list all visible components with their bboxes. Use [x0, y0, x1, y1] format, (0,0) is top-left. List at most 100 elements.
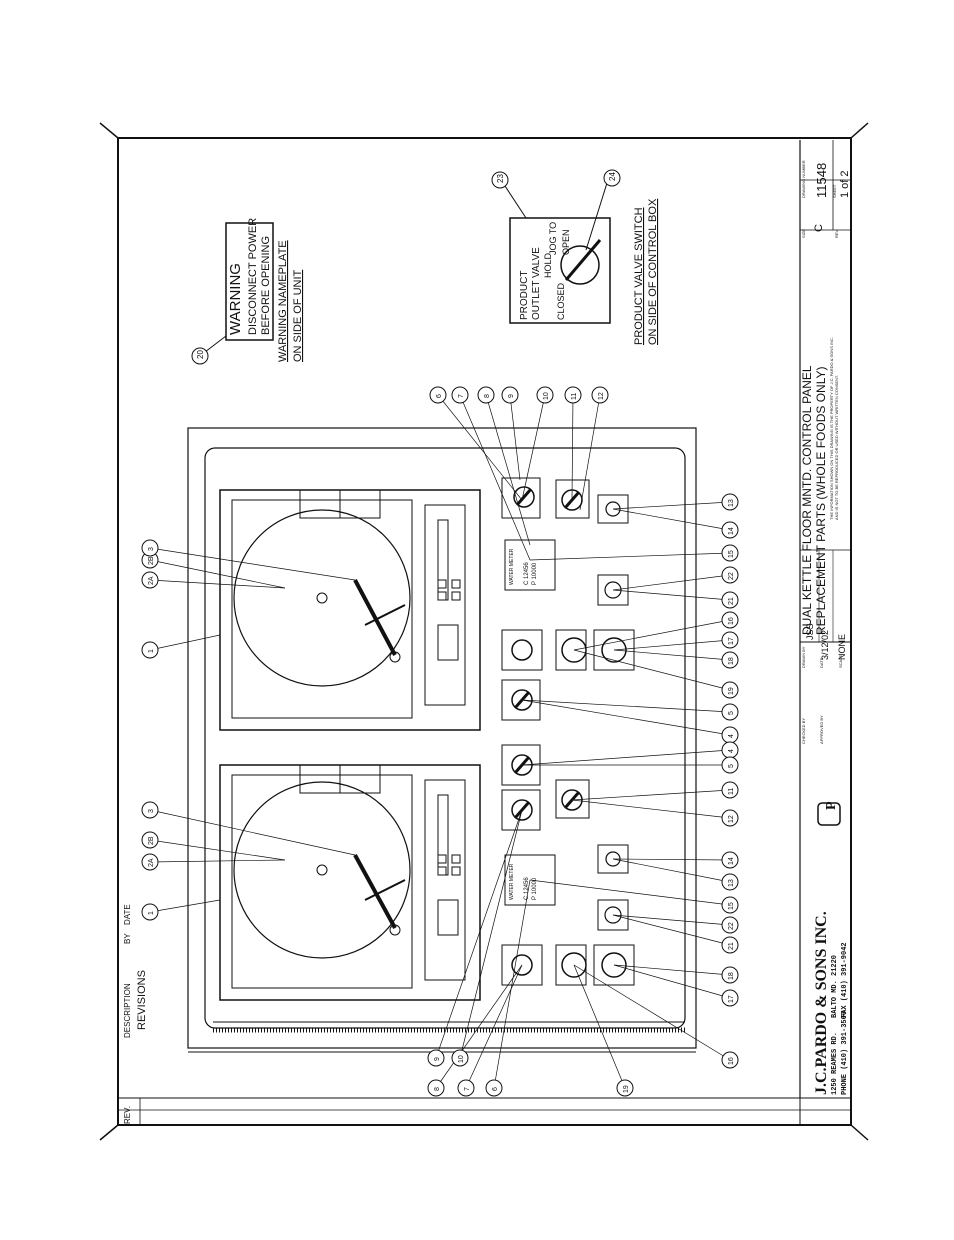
callout-leader-right_row-19	[612, 914, 731, 946]
callout-label-right_row-8: 19	[728, 687, 735, 695]
valve-label1: PRODUCT	[519, 271, 530, 320]
callout-label-chart_lower-3: 3	[148, 809, 155, 813]
callout-bubble-right_row-7	[721, 651, 739, 669]
callout-label-right_row-20: 18	[728, 972, 735, 980]
description-col-header: DESCRIPTION	[123, 983, 132, 1038]
callout-bubble-chart_upper-1	[141, 571, 159, 589]
callout-leader-top_row-1	[459, 394, 531, 561]
callout-bubble-right_row-13	[721, 781, 739, 799]
warning-title: WARNING	[227, 263, 244, 335]
drawing-number-value: 11548	[814, 163, 829, 198]
callout-bubble-right_row-8	[721, 681, 739, 699]
date-col-header: DATE	[123, 904, 132, 925]
callout-bubble-left_row-3	[616, 1079, 634, 1097]
water-meter-label-upper: WATER METER	[509, 548, 515, 585]
callout-label-right_row-9: 5	[728, 711, 735, 715]
callout-label-chart_upper-3: 3	[148, 547, 155, 551]
meter-line2-upper: P 10000	[532, 562, 538, 585]
callout-label-right_row-1: 14	[728, 527, 735, 535]
drawing-number-label: DRAWING NUMBER	[801, 160, 806, 198]
scale-label: SCALE	[838, 655, 843, 668]
devices-upper	[501, 477, 635, 721]
callout-leader-right_row-13	[571, 789, 731, 801]
upper-pen-arm	[353, 579, 397, 656]
callout-leader-right_row-6	[613, 639, 731, 651]
callout-leader-chart_upper-0	[149, 634, 221, 651]
callout-label-right_row-17: 15	[728, 902, 735, 910]
by-col-header: BY	[123, 933, 132, 944]
callout-20-bubble	[191, 347, 209, 365]
callout-label-right_row-10: 4	[728, 734, 735, 738]
valve-jog1: JOG TO	[548, 222, 558, 255]
callout-label-right_row-18: 22	[728, 922, 735, 930]
water-meter-lower	[504, 854, 556, 906]
callout-leader-right_row-2	[529, 552, 731, 561]
callout-leader-left_row-2	[493, 879, 531, 1089]
callout-bubble-right_row-1	[721, 521, 739, 539]
date-label: DATE	[819, 657, 824, 668]
callout-leader-right_row-10	[521, 699, 731, 736]
company-city: BALTO MD. 21220	[831, 955, 839, 1018]
callout-bubble-right_row-20	[721, 966, 739, 984]
callout-23-label: 23	[496, 174, 505, 183]
warning-caption2: ON SIDE OF UNIT	[292, 269, 304, 362]
callout-bubble-top_row-2	[477, 386, 495, 404]
company-address: 1250 REAMES RD.	[831, 1032, 839, 1095]
callout-bubble-left_row-1	[457, 1079, 475, 1097]
callout-bubble-top_row-1	[451, 386, 469, 404]
proprietary-note-2: AND IS NOT TO BE REPRODUCED OR USED WITH…	[834, 375, 839, 520]
lower-pen-arm	[353, 854, 397, 929]
callout-leader-chart_upper-1	[149, 579, 286, 589]
callout-label-right_row-11: 4	[728, 749, 735, 753]
callout-leader-chart_lower-2	[149, 839, 286, 861]
callout-leader-top_row-6	[579, 394, 601, 511]
callout-leader-right_row-7	[613, 649, 731, 661]
callout-label-right_row-6: 17	[728, 637, 735, 645]
callout-leader-top_row-4	[521, 394, 546, 501]
callout-bubble-right_row-22	[721, 1051, 739, 1069]
callout-label-left_row-2: 6	[492, 1087, 499, 1091]
callout-bubble-right_row-14	[721, 809, 739, 827]
valve-caption2: ON SIDE OF CONTROL BOX	[647, 198, 659, 345]
valve-jog2: OPEN	[561, 229, 571, 255]
callout-label-chart_lower-1: 2A	[148, 858, 155, 867]
checked-by-label: CHECKED BY	[801, 718, 806, 744]
warning-line2: BEFORE OPENING	[260, 236, 272, 335]
callout-label-left_row-5: 9	[434, 1057, 441, 1061]
callout-bubble-right_row-9	[721, 703, 739, 721]
callout-leader-top_row-3	[509, 394, 521, 481]
meter-line2-lower: P 10000	[532, 877, 538, 900]
water-meter-label-lower: WATER METER	[509, 863, 515, 900]
callout-bubble-top_row-6	[591, 386, 609, 404]
water-meter-upper	[504, 539, 556, 591]
drawn-by-label: DRAWN BY	[801, 646, 806, 668]
callout-label-chart_upper-2: 2B	[148, 556, 155, 565]
callout-leader-left_row-0	[435, 964, 523, 1089]
callout-label-chart_lower-2: 2B	[148, 836, 155, 845]
callout-label-left_row-1: 7	[464, 1087, 471, 1091]
rev-col-header: REV.	[123, 1106, 132, 1124]
valve-knob-pointer	[564, 239, 602, 281]
company-fax: FAX (410) 391-9042	[841, 942, 849, 1018]
callout-label-top_row-3: 9	[508, 394, 515, 398]
size-label: SIZE	[801, 229, 806, 238]
callout-leader-right_row-18	[612, 914, 731, 926]
callout-bubble-right_row-16	[721, 873, 739, 891]
callout-bubble-left_row-5	[427, 1049, 445, 1067]
callout-leader-right_row-5	[573, 619, 731, 651]
callout-leader-top_row-0	[437, 394, 523, 501]
callout-20-leader	[204, 335, 227, 353]
callout-label-right_row-3: 22	[728, 572, 735, 580]
callout-24-label: 24	[608, 172, 617, 181]
callout-label-right_row-22: 16	[728, 1057, 735, 1065]
callout-leader-right_row-3	[612, 574, 731, 591]
callout-label-right_row-4: 21	[728, 597, 735, 605]
callout-label-right_row-19: 21	[728, 942, 735, 950]
warning-line1: DISCONNECT POWER	[247, 218, 259, 335]
callout-bubble-right_row-18	[721, 916, 739, 934]
callout-leader-chart_upper-3	[149, 547, 356, 581]
sheet-value: 1 of 2	[839, 170, 851, 198]
warning-caption1: WARNING NAMEPLATE	[277, 240, 289, 362]
